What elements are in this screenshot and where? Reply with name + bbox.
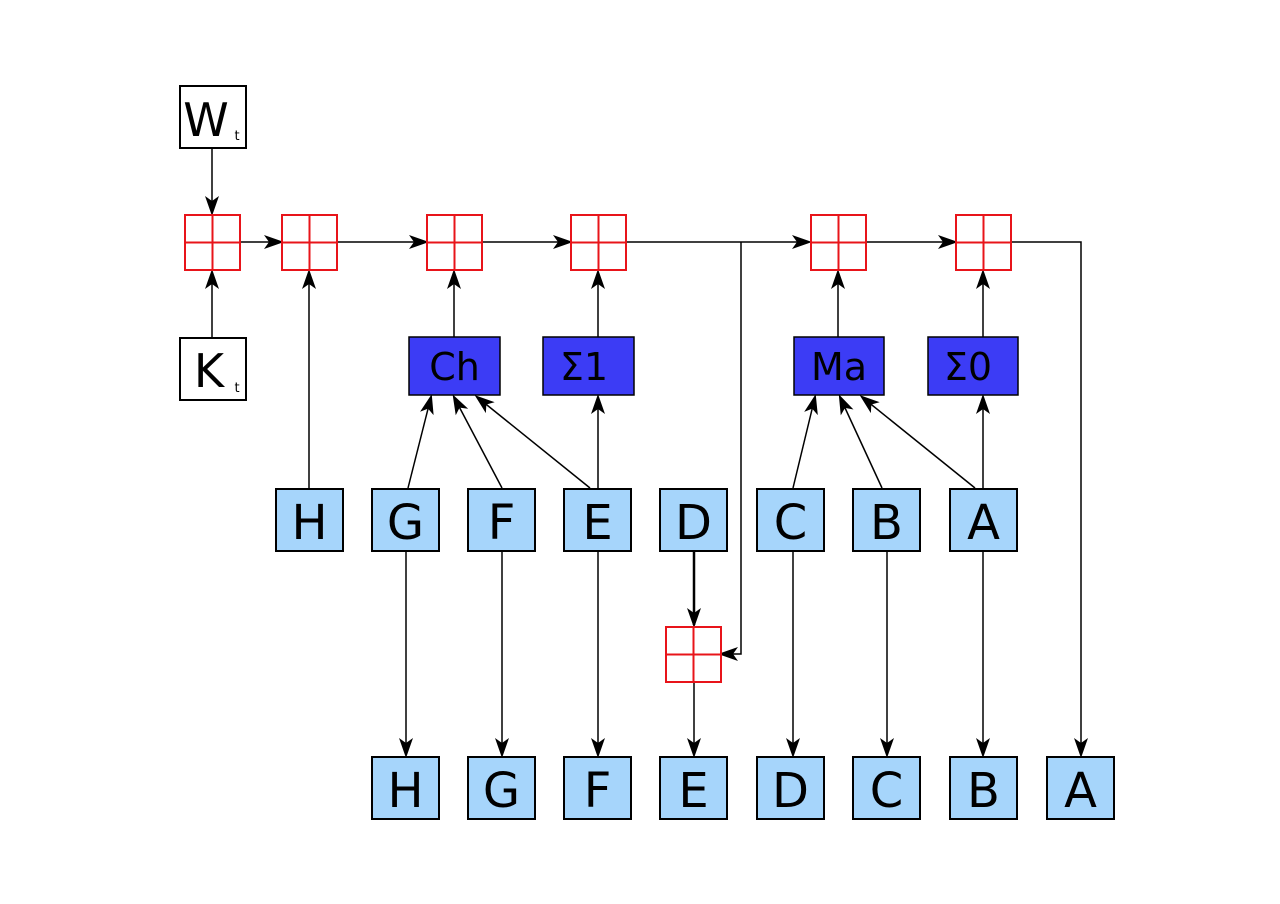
register-in-a-label: A xyxy=(967,495,1000,551)
function-ch-label: Ch xyxy=(429,345,480,389)
register-out-e: E xyxy=(659,756,728,820)
arrow-branch-to-adder-d xyxy=(718,242,742,661)
function-ma: Ma xyxy=(793,336,885,396)
register-out-c-label: C xyxy=(870,763,904,819)
register-out-g: G xyxy=(467,756,536,820)
arrow-f-to-ch xyxy=(452,394,503,489)
register-out-f-label: F xyxy=(584,763,612,819)
input-w-label: W xyxy=(183,93,228,147)
adders xyxy=(184,214,1012,683)
arrow-c-to-ma xyxy=(792,394,818,489)
register-out-b: B xyxy=(949,756,1018,820)
adder-5 xyxy=(810,214,867,271)
input-k: K t xyxy=(179,337,247,401)
function-sigma0-label: Σ0 xyxy=(944,345,992,389)
register-in-b-label: B xyxy=(870,495,903,551)
adder-6 xyxy=(955,214,1012,271)
adder-4 xyxy=(570,214,627,271)
register-out-f: F xyxy=(563,756,632,820)
register-in-h-label: H xyxy=(291,495,327,551)
register-in-f-label: F xyxy=(488,495,516,551)
register-in-c-label: C xyxy=(774,495,808,551)
function-ma-label: Ma xyxy=(811,345,867,389)
arrow-e-to-ch xyxy=(474,395,591,489)
input-w: W t xyxy=(179,85,247,149)
register-in-h: H xyxy=(275,488,344,552)
register-row-out: H G F E D C B A xyxy=(371,756,1115,820)
register-out-a-label: A xyxy=(1064,763,1097,819)
function-sigma1: Σ1 xyxy=(542,336,635,396)
connections xyxy=(205,149,1088,758)
register-in-d: D xyxy=(659,488,728,552)
adder-d xyxy=(665,626,722,683)
register-in-g-label: G xyxy=(387,495,424,551)
register-in-a: A xyxy=(949,488,1018,552)
register-out-d-label: D xyxy=(772,763,809,819)
register-in-c: C xyxy=(756,488,825,552)
arrow-b-to-ma xyxy=(838,394,883,489)
register-out-g-label: G xyxy=(483,763,520,819)
register-out-b-label: B xyxy=(967,763,1000,819)
register-in-e-label: E xyxy=(582,495,612,551)
register-in-g: G xyxy=(371,488,440,552)
arrow-a-to-ma xyxy=(859,395,976,489)
adder-2 xyxy=(281,214,338,271)
input-k-label: K xyxy=(194,344,226,398)
register-in-f: F xyxy=(467,488,536,552)
register-out-e-label: E xyxy=(678,763,708,819)
function-ch: Ch xyxy=(408,336,501,396)
register-out-h-label: H xyxy=(387,763,423,819)
register-out-h: H xyxy=(371,756,440,820)
register-in-b: B xyxy=(852,488,921,552)
register-out-a: A xyxy=(1046,756,1115,820)
input-k-subscript: t xyxy=(234,381,239,396)
adder-1 xyxy=(184,214,241,271)
function-sigma1-label: Σ1 xyxy=(560,345,608,389)
adder-3 xyxy=(426,214,483,271)
register-row-in: H G F E D C B A xyxy=(275,488,1018,552)
register-in-e: E xyxy=(563,488,632,552)
register-in-d-label: D xyxy=(675,495,712,551)
input-w-subscript: t xyxy=(234,129,239,144)
register-out-d: D xyxy=(756,756,825,820)
arrow-g-to-ch xyxy=(407,394,434,489)
function-sigma0: Σ0 xyxy=(927,336,1019,396)
arrow-adder6-to-out-a xyxy=(1011,241,1088,758)
register-out-c: C xyxy=(852,756,921,820)
